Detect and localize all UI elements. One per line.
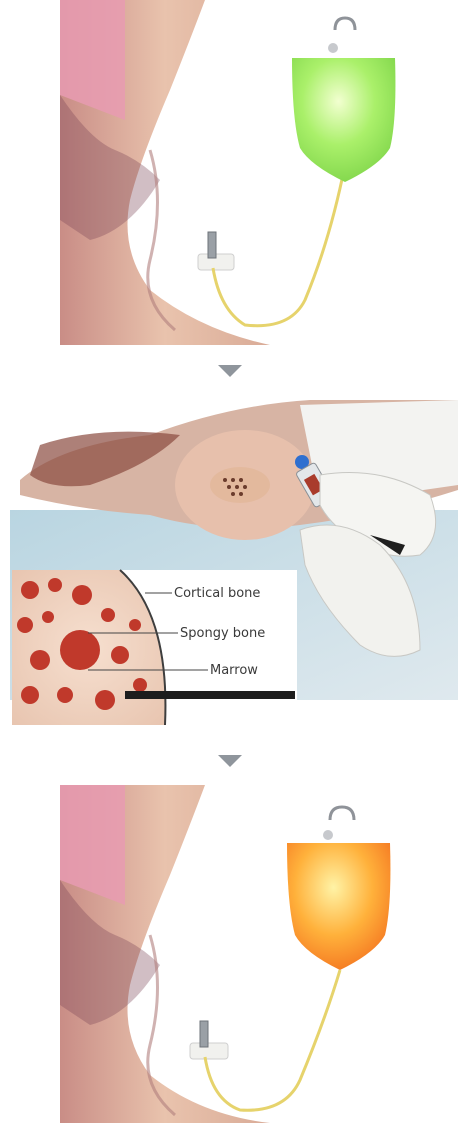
- iv-catheter: [190, 1021, 228, 1059]
- iv-bag-green: [292, 18, 395, 182]
- down-arrow-icon: [218, 755, 242, 767]
- bottom-panel-arm-iv-orange: [0, 785, 458, 1123]
- arm-with-orange-bag: [0, 785, 458, 1123]
- label-cortical-bone: Cortical bone: [174, 586, 260, 601]
- iv-catheter: [198, 232, 234, 270]
- iv-tube: [213, 165, 345, 326]
- down-arrow-icon: [218, 365, 242, 377]
- label-marrow: Marrow: [210, 663, 258, 678]
- iv-bag-orange: [287, 807, 390, 970]
- pelvis-bone: [210, 467, 270, 503]
- arm-shape: [60, 785, 270, 1123]
- arm-shape: [60, 0, 270, 345]
- top-panel-arm-iv-green: [0, 0, 458, 345]
- arm-with-green-bag: [0, 0, 458, 345]
- iv-tube: [205, 970, 340, 1110]
- middle-panel-bone-marrow-harvest: Cortical bone Spongy bone Marrow: [0, 395, 458, 730]
- label-spongy-bone: Spongy bone: [180, 626, 265, 641]
- marrow-harvest-scene: Cortical bone Spongy bone Marrow: [0, 395, 458, 730]
